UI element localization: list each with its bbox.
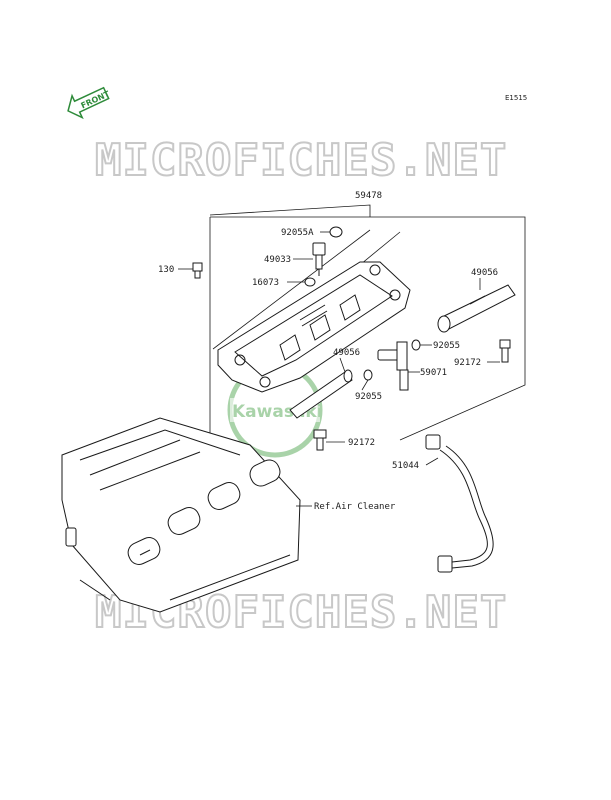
label-130: 130 — [158, 265, 174, 275]
fuel-hose-51044 — [425, 434, 494, 573]
label-ref-air-cleaner: Ref.Air Cleaner — [314, 502, 396, 512]
o-ring-92055a — [329, 226, 343, 238]
front-arrow-icon: FRONT — [67, 86, 112, 120]
screw-92172-bottom — [313, 429, 327, 451]
label-59071: 59071 — [420, 368, 447, 378]
label-92055a: 92055A — [281, 228, 314, 238]
joint-59071 — [377, 341, 409, 391]
o-ring-92055-center — [363, 369, 373, 381]
label-16073: 16073 — [252, 278, 279, 288]
injector-center — [289, 369, 353, 419]
sensor-49033 — [312, 242, 326, 276]
leader-lines — [178, 231, 500, 507]
label-92055-right: 92055 — [433, 341, 460, 351]
injector-rail-right — [437, 284, 516, 333]
bolt-130 — [192, 262, 203, 279]
label-49033: 49033 — [264, 255, 291, 265]
label-92172-right: 92172 — [454, 358, 481, 368]
label-49056-center: 49056 — [333, 348, 360, 358]
label-59478: 59478 — [355, 191, 382, 201]
label-51044: 51044 — [392, 461, 419, 471]
washer-16073 — [304, 277, 316, 287]
label-92055-center: 92055 — [355, 392, 382, 402]
throttle-body — [217, 261, 411, 393]
label-92172-bottom: 92172 — [348, 438, 375, 448]
o-ring-92055-right — [411, 339, 421, 351]
air-cleaner-housing — [61, 417, 301, 613]
label-49056-right: 49056 — [471, 268, 498, 278]
watermark-top: MICROFICHES.NET — [95, 135, 507, 186]
diagram-code: E1515 — [505, 94, 527, 102]
screw-92172-right — [499, 339, 511, 363]
